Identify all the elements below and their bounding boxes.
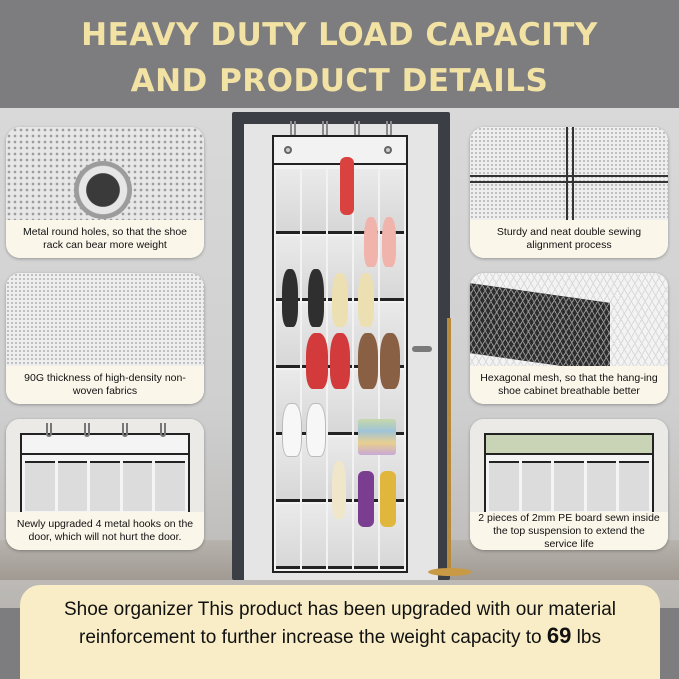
shoe-icon xyxy=(358,333,378,389)
card-pe-board: 2 pieces of 2mm PE board sewn inside the… xyxy=(470,419,668,550)
card-non-woven: 90G thickness of high-density non-woven … xyxy=(6,273,204,404)
seam-line xyxy=(566,127,568,225)
mesh-pocket xyxy=(470,283,610,373)
umbrella-icon xyxy=(358,471,374,527)
mini-organizer xyxy=(484,433,654,517)
pocket xyxy=(586,461,617,511)
mini-organizer-pockets xyxy=(25,461,185,511)
card-sewing: Sturdy and neat double sewing alignment … xyxy=(470,127,668,258)
sneaker-icon xyxy=(282,403,302,457)
pocket xyxy=(25,461,55,511)
headline-line-2: AND PRODUCT DETAILS xyxy=(130,63,549,99)
card-caption: Hexagonal mesh, so that the hang-ing sho… xyxy=(470,366,668,404)
card-caption: 90G thickness of high-density non-woven … xyxy=(6,366,204,404)
fabric-texture xyxy=(470,127,668,225)
card-caption: Sturdy and neat double sewing alignment … xyxy=(470,220,668,258)
shoe-icon xyxy=(306,333,328,389)
pocket xyxy=(276,504,300,569)
mini-organizer-header xyxy=(22,435,188,455)
card-hooks: Newly upgraded 4 metal hooks on the door… xyxy=(6,419,204,550)
shoe-icon xyxy=(380,333,400,389)
hook-icon xyxy=(160,423,166,437)
pocket xyxy=(155,461,185,511)
metal-eyelet-icon xyxy=(74,161,132,219)
banner-line-2-text: reinforcement to further increase the we… xyxy=(79,627,547,648)
capacity-unit: lbs xyxy=(571,627,601,648)
sneaker-icon xyxy=(306,403,326,457)
hook-icon xyxy=(84,423,90,437)
pocket xyxy=(122,461,153,511)
shoe-organizer xyxy=(272,135,408,573)
brush-icon xyxy=(332,461,346,519)
lamp-base xyxy=(428,568,472,576)
card-mesh: Hexagonal mesh, so that the hang-ing sho… xyxy=(470,273,668,404)
sandal-icon xyxy=(358,273,374,327)
mini-organizer-pockets xyxy=(489,461,649,511)
grommet-icon xyxy=(384,146,392,154)
pe-board-header xyxy=(486,435,652,455)
mini-organizer xyxy=(20,433,190,517)
seam-line xyxy=(470,175,668,177)
capacity-banner: Shoe organizer This product has been upg… xyxy=(20,585,660,679)
pocket xyxy=(619,461,649,511)
hook-icon xyxy=(122,423,128,437)
slipper-icon xyxy=(382,217,396,267)
fabric-texture xyxy=(6,273,204,371)
door-handle xyxy=(412,346,432,352)
sandal-icon xyxy=(332,273,348,327)
seam-line xyxy=(572,127,574,225)
card-caption: 2 pieces of 2mm PE board sewn inside the… xyxy=(470,512,668,550)
pocket xyxy=(90,461,120,511)
card-metal-holes: Metal round holes, so that the shoe rack… xyxy=(6,127,204,258)
capacity-value: 69 xyxy=(546,623,572,648)
page-headline: HEAVY DUTY LOAD CAPACITY AND PRODUCT DET… xyxy=(0,12,679,104)
banner-line-2: reinforcement to further increase the we… xyxy=(20,623,660,651)
organizer-top-photo xyxy=(470,419,668,517)
mesh-texture xyxy=(470,273,668,373)
organizer-top-photo xyxy=(6,419,204,517)
slipper-icon xyxy=(364,217,378,267)
grommet-icon xyxy=(284,146,292,154)
banner-line-1: Shoe organizer This product has been upg… xyxy=(63,599,617,620)
pocket xyxy=(302,504,326,569)
umbrella-icon xyxy=(380,471,396,527)
card-caption: Newly upgraded 4 metal hooks on the door… xyxy=(6,512,204,550)
shoe-icon xyxy=(282,269,298,327)
towel-stack-icon xyxy=(358,419,396,455)
shoe-icon xyxy=(330,333,350,389)
floor-lamp xyxy=(447,318,451,576)
umbrella-icon xyxy=(340,157,354,215)
shoe-icon xyxy=(308,269,324,327)
pocket xyxy=(57,461,88,511)
seam-line xyxy=(470,181,668,183)
pocket xyxy=(302,169,326,234)
pocket xyxy=(521,461,552,511)
headline-line-1: HEAVY DUTY LOAD CAPACITY xyxy=(81,17,598,53)
pocket-grid xyxy=(276,169,404,569)
pocket xyxy=(554,461,584,511)
pocket xyxy=(276,169,300,234)
pocket xyxy=(489,461,519,511)
hook-icon xyxy=(46,423,52,437)
card-caption: Metal round holes, so that the shoe rack… xyxy=(6,220,204,258)
